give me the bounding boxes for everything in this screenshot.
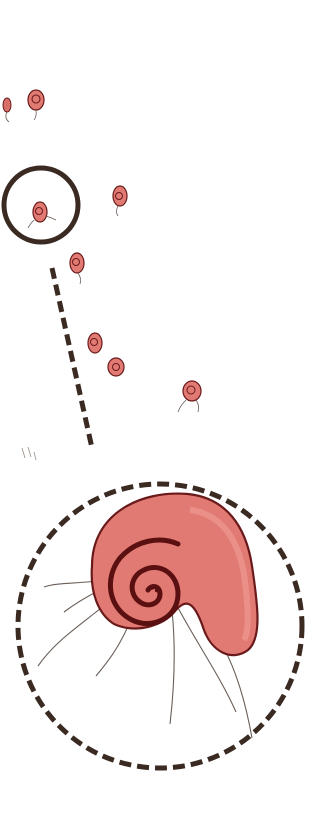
stray-flagella xyxy=(22,447,36,460)
enlarged-microbe xyxy=(38,494,258,738)
microbe-small-7 xyxy=(178,381,201,412)
microbe-small-3 xyxy=(113,186,127,216)
focus-circle xyxy=(4,168,78,242)
microbe-small-2 xyxy=(28,90,44,120)
microbe-in-focus xyxy=(28,202,56,228)
microbe-small-6 xyxy=(108,358,124,376)
scattered-microbes xyxy=(3,90,201,460)
microbe-small-1 xyxy=(3,98,11,122)
microbe-body xyxy=(92,494,258,656)
dashed-connector xyxy=(52,268,92,448)
microbe-small-5 xyxy=(88,333,102,353)
microbe-small-4 xyxy=(70,253,84,284)
